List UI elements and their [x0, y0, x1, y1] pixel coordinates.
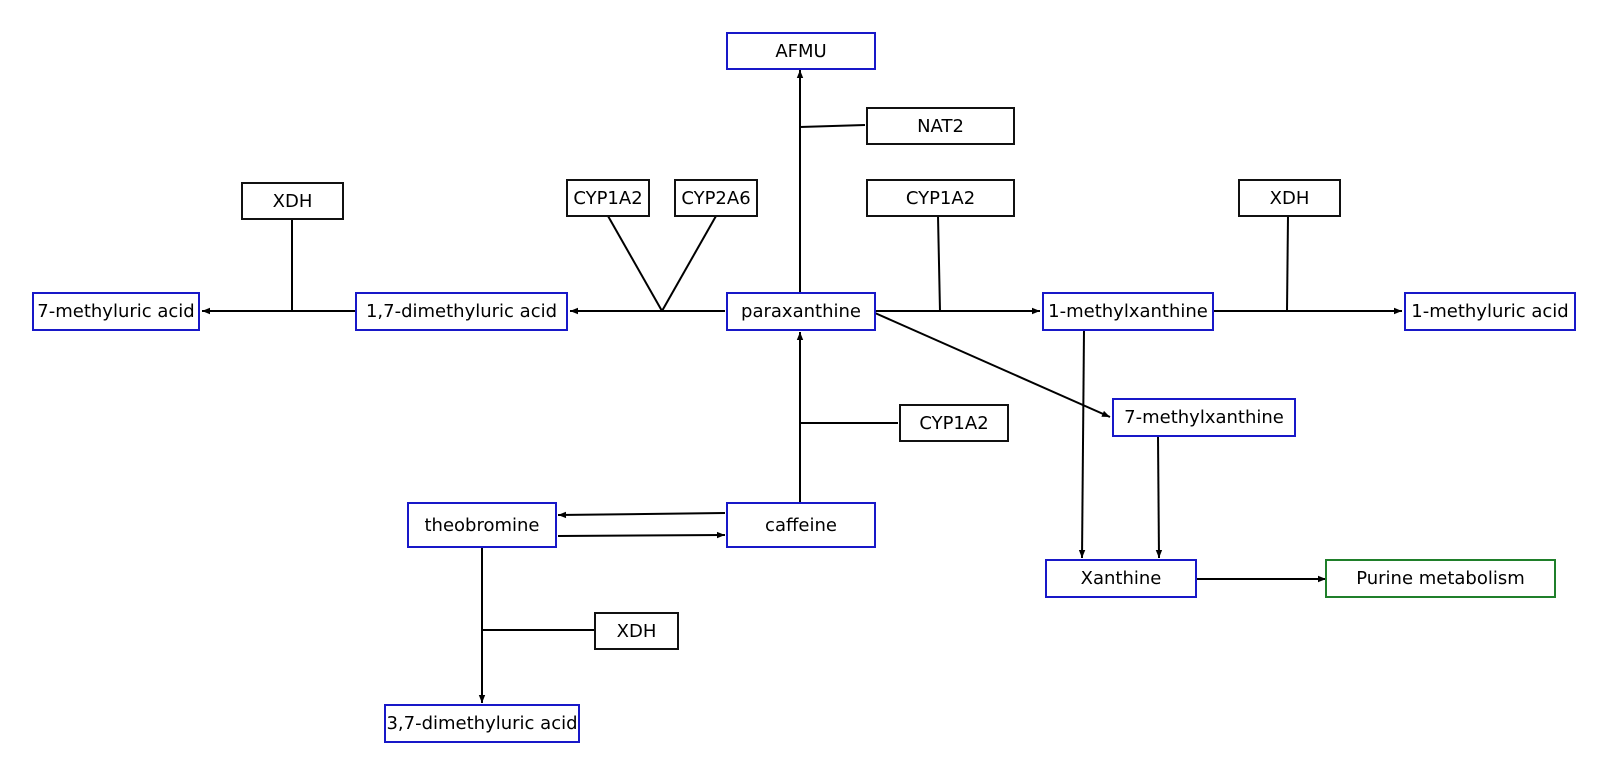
edge-theobromine-to-caffeine	[557, 531, 726, 539]
xdh-enzyme-left[interactable]: XDH	[241, 182, 344, 220]
nat2-enzyme[interactable]: NAT2	[866, 107, 1015, 145]
edge-methylxanthine7-to-xanthine	[1155, 436, 1163, 559]
cyp1a2-enzyme-lower[interactable]: CYP1A2	[899, 404, 1009, 442]
caffeine-node[interactable]: caffeine	[726, 502, 876, 548]
edge-cyp1a2-b-link	[937, 215, 941, 312]
edge-paraxanthine-to-methylxanthine7	[874, 312, 1111, 418]
methyluric-7-node[interactable]: 7-methyluric acid	[32, 292, 200, 331]
xdh-enzyme-bottom[interactable]: XDH	[594, 612, 679, 650]
afmu-node[interactable]: AFMU	[726, 32, 876, 70]
edge-nat2-link	[799, 124, 866, 128]
paraxanthine-node[interactable]: paraxanthine	[726, 292, 876, 331]
xanthine-node[interactable]: Xanthine	[1045, 559, 1197, 598]
edge-cyp1a2-a-link	[607, 215, 663, 312]
purine-metabolism-pathway[interactable]: Purine metabolism	[1325, 559, 1556, 598]
edge-cyp2a6-link	[661, 215, 717, 312]
theobromine-node[interactable]: theobromine	[407, 502, 557, 548]
cyp1a2-enzyme-upper-left[interactable]: CYP1A2	[566, 179, 650, 217]
xdh-enzyme-right[interactable]: XDH	[1238, 179, 1341, 217]
cyp2a6-enzyme[interactable]: CYP2A6	[674, 179, 758, 217]
edge-methylxanthine1-to-xanthine	[1078, 329, 1086, 559]
cyp1a2-enzyme-upper-right[interactable]: CYP1A2	[866, 179, 1015, 217]
methylxanthine-7-node[interactable]: 7-methylxanthine	[1112, 398, 1296, 437]
methyluric-1-node[interactable]: 1-methyluric acid	[1404, 292, 1576, 331]
methylxanthine-1-node[interactable]: 1-methylxanthine	[1042, 292, 1214, 331]
dimethyluric-17-node[interactable]: 1,7-dimethyluric acid	[355, 292, 568, 331]
dimethyluric-37-node[interactable]: 3,7-dimethyluric acid	[384, 704, 580, 743]
edge-caffeine-to-theobromine	[557, 511, 726, 519]
edge-xdh-b-link	[1286, 215, 1289, 312]
